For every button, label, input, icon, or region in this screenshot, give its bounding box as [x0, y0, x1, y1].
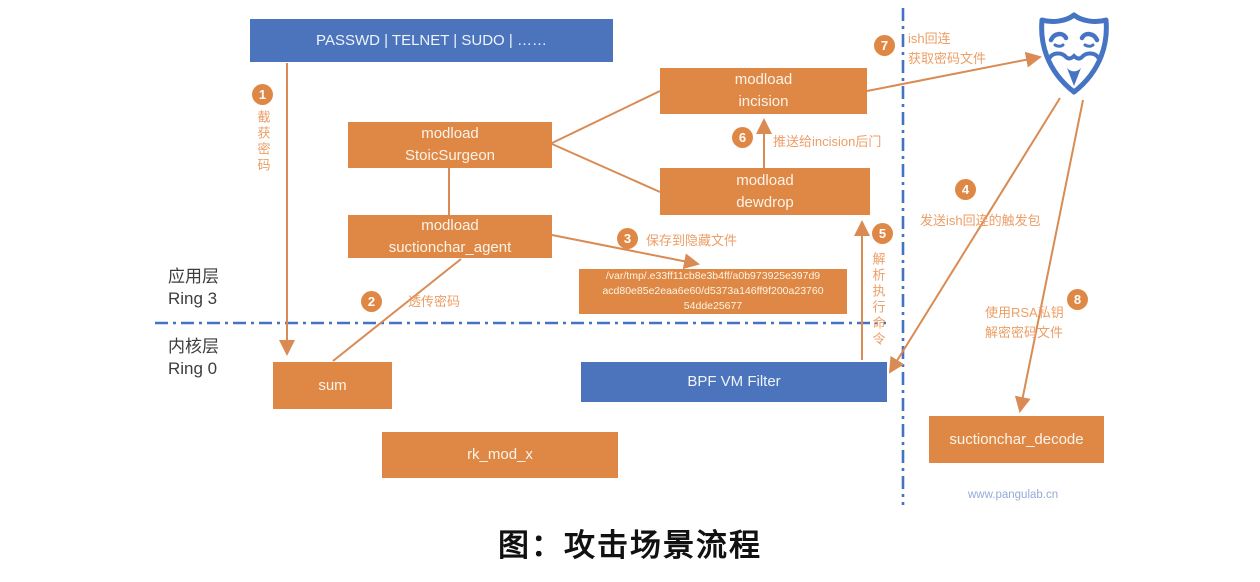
- node-modload-stoicsurgeon: modload StoicSurgeon: [348, 122, 552, 168]
- step-6-badge: 6: [732, 127, 753, 148]
- step-8-badge: 8: [1067, 289, 1088, 310]
- step-7-badge: 7: [874, 35, 895, 56]
- node-bpf-vm-filter: BPF VM Filter: [581, 362, 887, 402]
- node-suctionchar-decode: suctionchar_decode: [929, 416, 1104, 463]
- step-6-label: 推送给incision后门: [773, 134, 882, 149]
- step-1-label: 截获密码: [255, 110, 271, 174]
- node-sum: sum: [273, 362, 392, 409]
- step-2-badge: 2: [361, 291, 382, 312]
- layer-label-ring3: 应用层 Ring 3: [168, 267, 219, 309]
- step-5-label: 解析执行命令: [870, 252, 886, 348]
- step-8-label: 使用RSA私钥 解密密码文件: [985, 305, 1064, 340]
- step-3-label: 保存到隐藏文件: [646, 233, 738, 248]
- node-modload-suctionchar-agent: modload suctionchar_agent: [348, 215, 552, 258]
- line-stoic-to-incision: [551, 90, 661, 144]
- step-5-badge: 5: [872, 223, 893, 244]
- step-7-label: ish回连 获取密码文件: [908, 31, 987, 66]
- step-2-label: 透传密码: [408, 294, 461, 309]
- step-4-label: 发送ish回连的触发包: [920, 213, 1041, 228]
- node-modload-dewdrop: modload dewdrop: [660, 168, 870, 215]
- node-hidden-file-path: /var/tmp/.e33ff11cb8e3b4ff/a0b973925e397…: [579, 269, 847, 314]
- arrow-attacker-to-decode: [1014, 99, 1084, 413]
- line-sum-to-agent: [332, 258, 462, 362]
- arrow-agent-to-hiddenfile: [551, 234, 700, 270]
- diagram-caption: 图：攻击场景流程: [498, 528, 762, 563]
- step-3-badge: 3: [617, 228, 638, 249]
- arrow-attacker-to-bpf: [888, 97, 1061, 374]
- watermark-link[interactable]: www.pangulab.cn: [968, 489, 1059, 501]
- step-4-badge: 4: [955, 179, 976, 200]
- layer-label-ring0: 内核层 Ring 0: [168, 337, 219, 379]
- arrow-incision-to-attacker: [866, 51, 1042, 92]
- line-stoic-to-dewdrop: [551, 143, 661, 193]
- node-passwd-telnet-sudo: PASSWD | TELNET | SUDO | ……: [250, 19, 613, 62]
- step-1-badge: 1: [252, 84, 273, 105]
- node-rk-mod-x: rk_mod_x: [382, 432, 618, 478]
- node-modload-incision: modload incision: [660, 68, 867, 114]
- anonymous-mask-icon: [1036, 12, 1112, 96]
